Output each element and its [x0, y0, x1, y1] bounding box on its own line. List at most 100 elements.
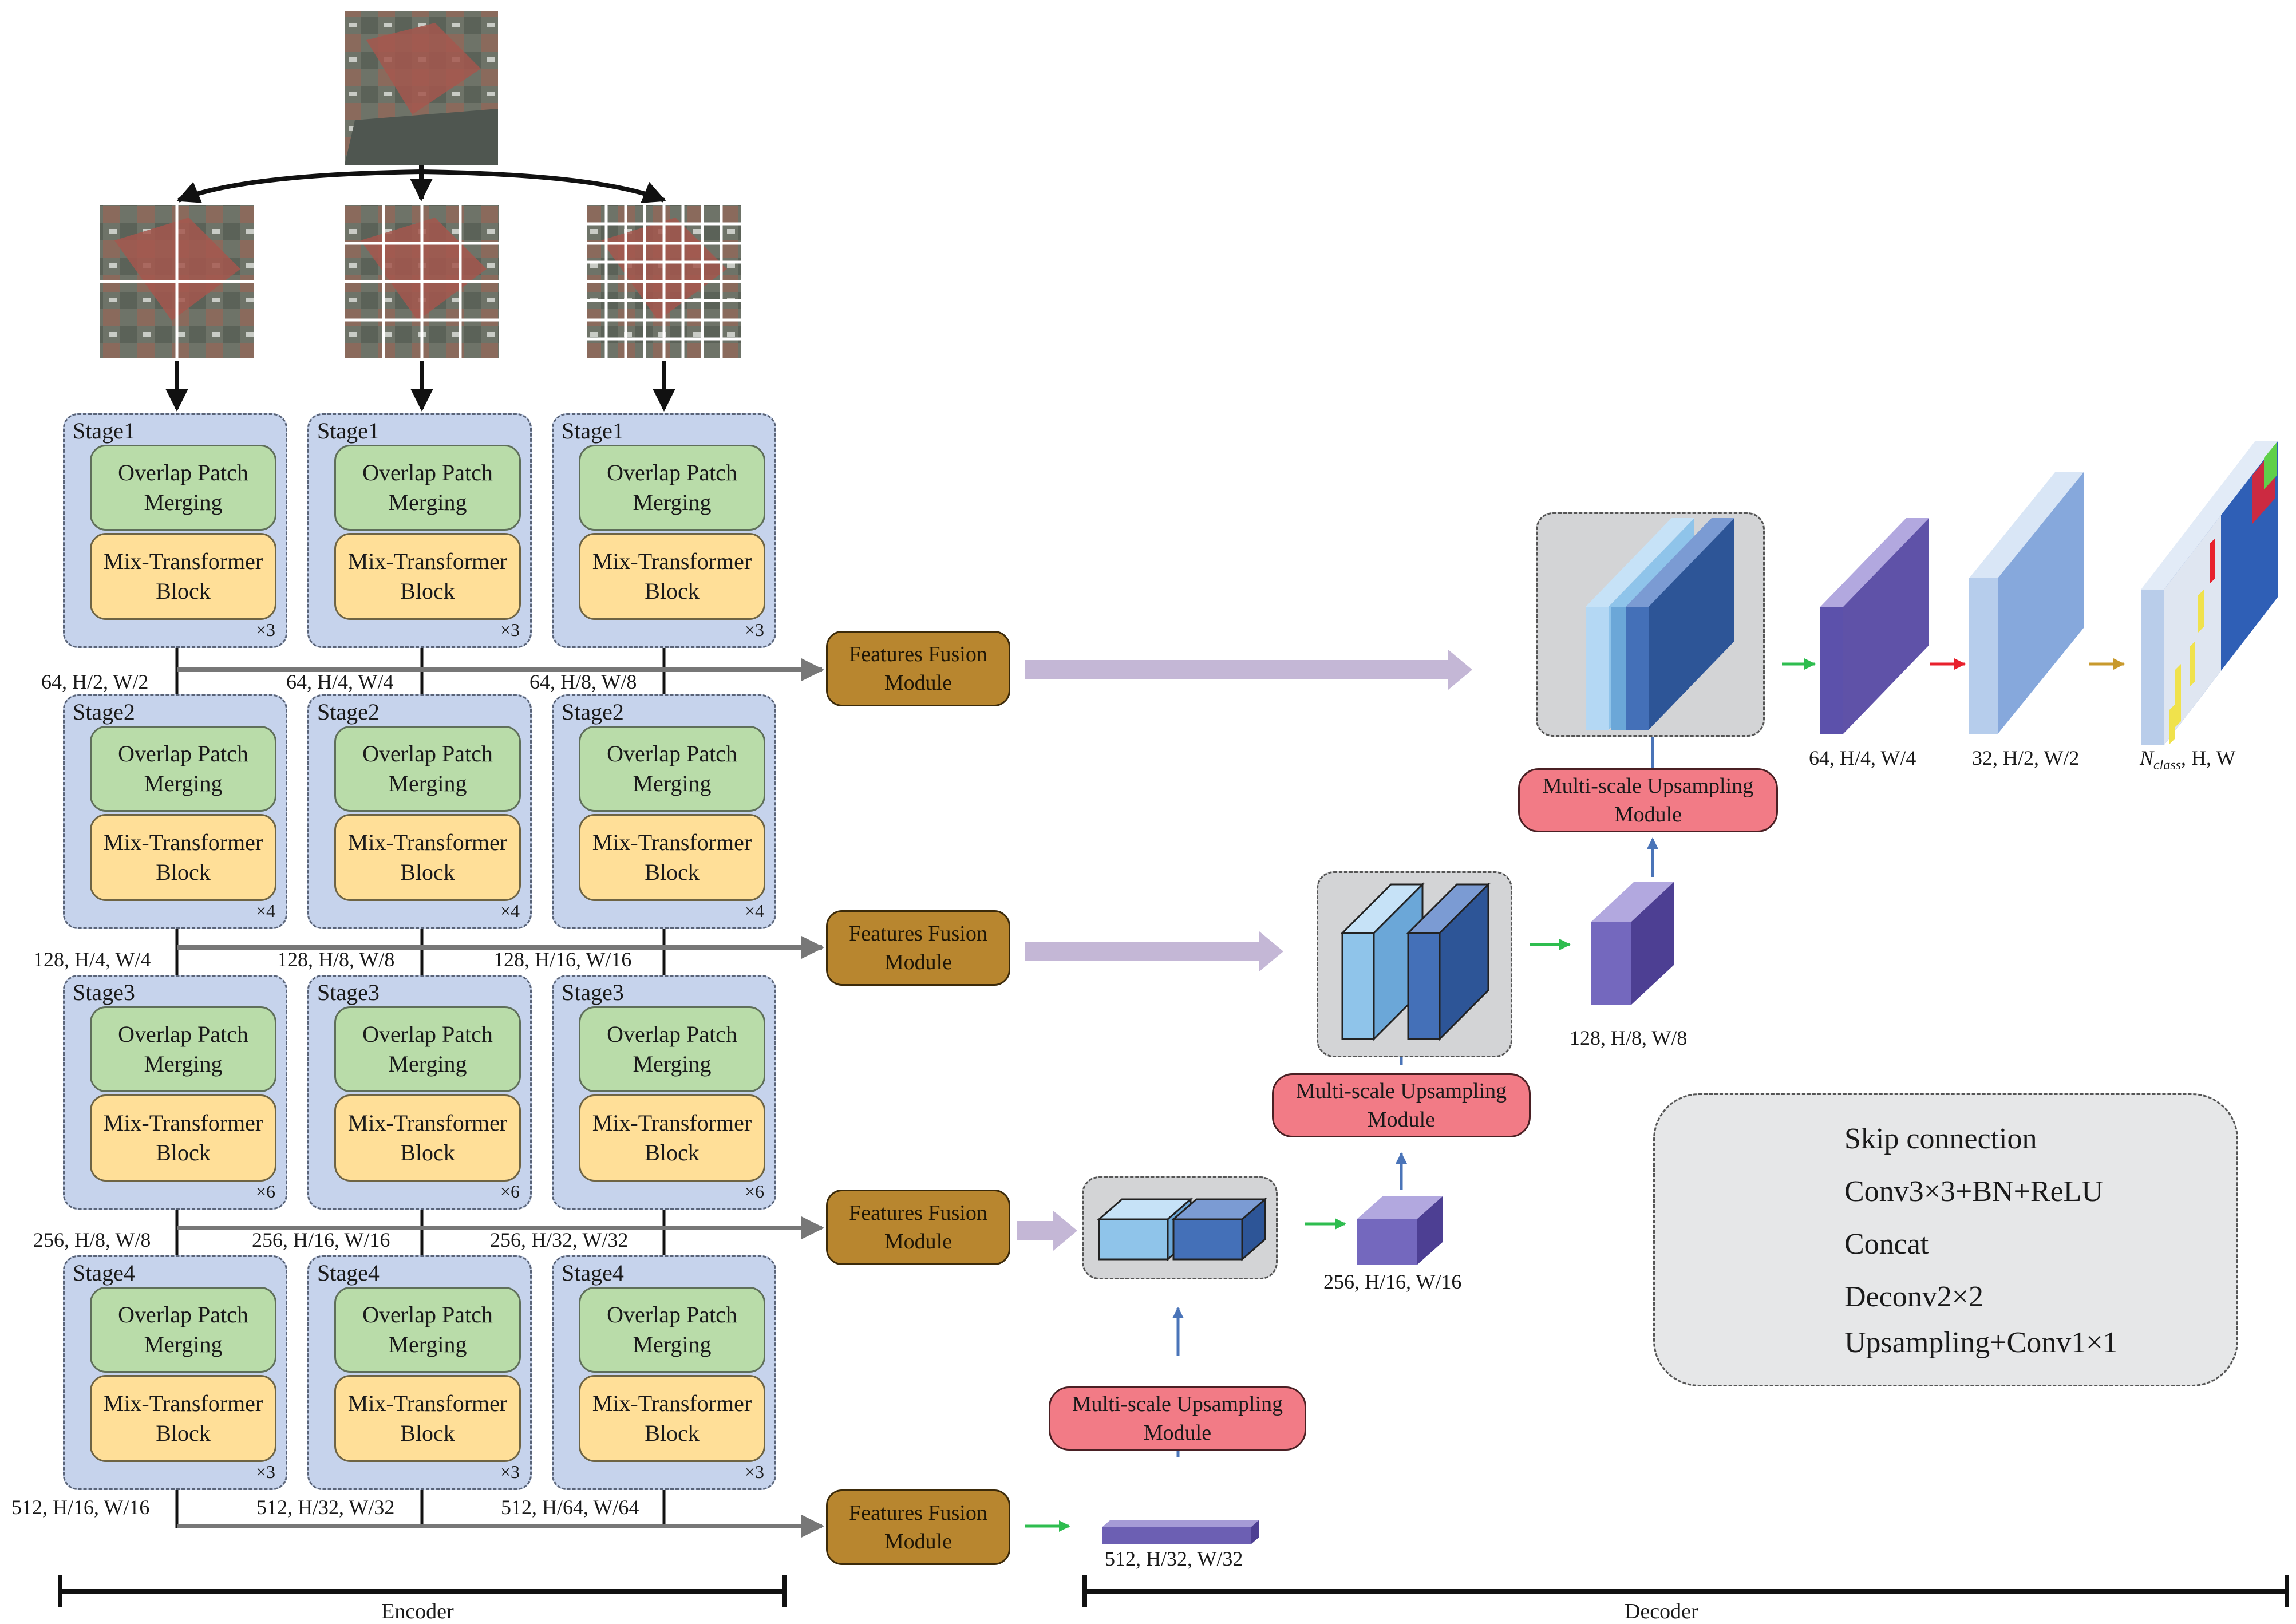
dim-label: 256, H/32, W/32 — [490, 1228, 629, 1251]
stage-title: Stage2 — [73, 699, 135, 725]
repeat-count: ×4 — [500, 900, 520, 921]
stage1-branch3: Stage1 Overlap Patch Merging Mix-Transfo… — [552, 413, 776, 648]
stage-title: Stage1 — [317, 418, 380, 444]
mix-transformer-block: Mix-Transformer Block — [334, 533, 521, 620]
repeat-count: ×3 — [744, 619, 764, 640]
mix-transformer-block: Mix-Transformer Block — [334, 814, 521, 901]
input-image — [345, 11, 498, 165]
stage4-branch3: Stage4 Overlap Patch Merging Mix-Transfo… — [552, 1255, 776, 1490]
stage-title: Stage2 — [317, 699, 380, 725]
mix-transformer-block: Mix-Transformer Block — [90, 814, 276, 901]
features-fusion-module-1: Features Fusion Module — [826, 631, 1010, 706]
block-128 — [1591, 882, 1674, 1005]
label-output: Nclass, H, W — [2140, 746, 2235, 773]
dim-label: 512, H/64, W/64 — [501, 1496, 639, 1519]
dim-label: 128, H/16, W/16 — [493, 948, 632, 971]
stage-title: Stage4 — [73, 1260, 135, 1286]
block-64 — [1820, 518, 1929, 734]
repeat-count: ×6 — [500, 1181, 520, 1202]
decoder-bracket — [1082, 1575, 2289, 1607]
legend-upsampling: Upsampling+Conv1×1 — [1844, 1326, 2118, 1359]
label-128: 128, H/8, W/8 — [1570, 1026, 1688, 1049]
stage-title: Stage3 — [562, 979, 624, 1005]
decoder-arrows — [1025, 658, 2125, 1532]
dim-label: 128, H/8, W/8 — [277, 948, 395, 971]
stage3-branch3: Stage3 Overlap Patch Merging Mix-Transfo… — [552, 975, 776, 1210]
mix-transformer-block: Mix-Transformer Block — [579, 1094, 765, 1182]
repeat-count: ×6 — [744, 1181, 764, 1202]
stage-title: Stage3 — [73, 979, 135, 1005]
stage3-branch2: Stage3 Overlap Patch Merging Mix-Transfo… — [307, 975, 532, 1210]
fusion-lines — [177, 658, 824, 1538]
legend-skip-connection: Skip connection — [1844, 1123, 2037, 1155]
overlap-patch-merging: Overlap Patch Merging — [90, 445, 276, 531]
features-fusion-module-3: Features Fusion Module — [826, 1190, 1010, 1265]
legend-deconv: Deconv2×2 — [1844, 1281, 1984, 1313]
dim-label: 64, H/4, W/4 — [286, 670, 394, 693]
mix-transformer-block: Mix-Transformer Block — [579, 814, 765, 901]
dim-label: 512, H/32, W/32 — [256, 1496, 395, 1519]
label-64: 64, H/4, W/4 — [1809, 746, 1916, 769]
repeat-count: ×3 — [500, 1461, 520, 1482]
legend-conv: Conv3×3+BN+ReLU — [1844, 1175, 2103, 1208]
output-segmentation-map — [2141, 441, 2278, 745]
mix-transformer-block: Mix-Transformer Block — [90, 1094, 276, 1182]
repeat-count: ×4 — [744, 900, 764, 921]
repeat-count: ×3 — [255, 619, 275, 640]
stage2-branch2: Stage2 Overlap Patch Merging Mix-Transfo… — [307, 694, 532, 929]
output-sub: class — [2153, 758, 2182, 773]
patch-image-4x4 — [345, 205, 499, 358]
multiscale-upsampling-module-2: Multi-scale Upsampling Module — [1272, 1073, 1531, 1137]
repeat-count: ×3 — [500, 619, 520, 640]
repeat-count: ×4 — [255, 900, 275, 921]
overlap-patch-merging: Overlap Patch Merging — [334, 1006, 521, 1092]
mix-transformer-block: Mix-Transformer Block — [334, 1375, 521, 1462]
block-256 — [1357, 1196, 1443, 1265]
dim-label: 256, H/16, W/16 — [252, 1228, 390, 1251]
overlap-patch-merging: Overlap Patch Merging — [334, 445, 521, 531]
output-n: N — [2140, 746, 2154, 769]
mix-transformer-block: Mix-Transformer Block — [579, 533, 765, 620]
features-fusion-module-2: Features Fusion Module — [826, 910, 1010, 986]
stage1-branch2: Stage1 Overlap Patch Merging Mix-Transfo… — [307, 413, 532, 648]
concat-block-2 — [1340, 882, 1491, 1041]
overlap-patch-merging: Overlap Patch Merging — [90, 1006, 276, 1092]
stage-connectors — [175, 647, 666, 1528]
stage3-branch1: Stage3 Overlap Patch Merging Mix-Transfo… — [63, 975, 287, 1210]
features-fusion-module-4: Features Fusion Module — [826, 1489, 1010, 1565]
overlap-patch-merging: Overlap Patch Merging — [579, 445, 765, 531]
label-256: 256, H/16, W/16 — [1323, 1270, 1462, 1293]
stage-title: Stage2 — [562, 699, 624, 725]
skip-arrows — [1017, 650, 1472, 1251]
overlap-patch-merging: Overlap Patch Merging — [334, 726, 521, 812]
dim-label: 256, H/8, W/8 — [33, 1228, 151, 1251]
label-512: 512, H/32, W/32 — [1105, 1547, 1243, 1570]
decoder-label: Decoder — [1625, 1599, 1698, 1623]
overlap-patch-merging: Overlap Patch Merging — [90, 1287, 276, 1373]
overlap-patch-merging: Overlap Patch Merging — [579, 726, 765, 812]
overlap-patch-merging: Overlap Patch Merging — [90, 726, 276, 812]
repeat-count: ×6 — [255, 1181, 275, 1202]
output-rest: , H, W — [2181, 746, 2236, 769]
block-512 — [1102, 1520, 1259, 1544]
multiscale-upsampling-module-1: Multi-scale Upsampling Module — [1049, 1386, 1306, 1451]
overlap-patch-merging: Overlap Patch Merging — [579, 1287, 765, 1373]
stage-title: Stage1 — [73, 418, 135, 444]
stage4-branch2: Stage4 Overlap Patch Merging Mix-Transfo… — [307, 1255, 532, 1490]
overlap-patch-merging: Overlap Patch Merging — [579, 1006, 765, 1092]
mix-transformer-block: Mix-Transformer Block — [579, 1375, 765, 1462]
stage1-branch1: Stage1 Overlap Patch Merging Mix-Transfo… — [63, 413, 287, 648]
overlap-patch-merging: Overlap Patch Merging — [334, 1287, 521, 1373]
dim-label: 64, H/2, W/2 — [41, 670, 149, 693]
label-32: 32, H/2, W/2 — [1972, 746, 2080, 769]
stage2-branch3: Stage2 Overlap Patch Merging Mix-Transfo… — [552, 694, 776, 929]
dim-label: 128, H/4, W/4 — [33, 948, 151, 971]
dim-label: 512, H/16, W/16 — [11, 1496, 150, 1519]
stage-title: Stage3 — [317, 979, 380, 1005]
stage4-branch1: Stage4 Overlap Patch Merging Mix-Transfo… — [63, 1255, 287, 1490]
legend — [1653, 1093, 2238, 1386]
stage2-branch1: Stage2 Overlap Patch Merging Mix-Transfo… — [63, 694, 287, 929]
concat-block-3 — [1586, 518, 1734, 730]
dim-label: 64, H/8, W/8 — [529, 670, 637, 693]
